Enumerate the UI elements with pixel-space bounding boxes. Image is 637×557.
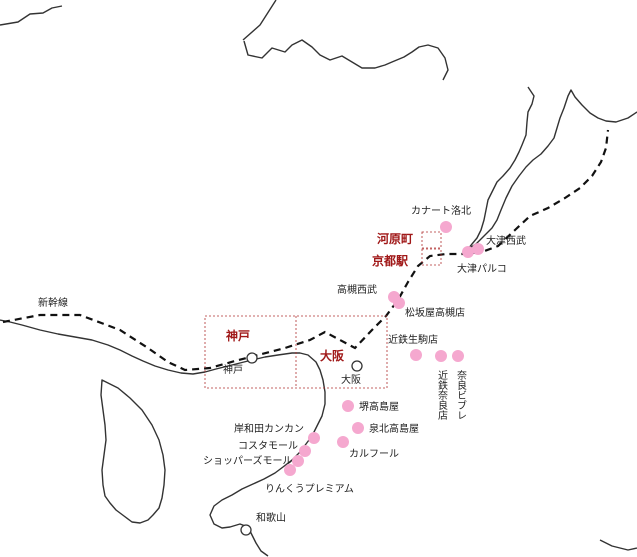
- kyoto-station-box: [421, 248, 442, 266]
- kobe-osaka-region-box: [204, 315, 388, 389]
- shop-marker-senboku-takashimaya[interactable]: [352, 422, 364, 434]
- shop-marker-costa-mall[interactable]: [299, 445, 311, 457]
- shop-label-matsuzakaya-takatsuki: 松坂屋高槻店: [405, 306, 465, 319]
- osaka-city-marker: [351, 360, 363, 372]
- coast-north-left: [0, 5, 63, 26]
- shop-marker-rinku-premium[interactable]: [284, 464, 296, 476]
- shop-label-shoppers-mall: ショッパーズモール: [203, 454, 293, 467]
- shop-marker-kishiwada-cancan[interactable]: [308, 432, 320, 444]
- osaka-city-label: 大阪: [341, 373, 361, 386]
- shop-markers: カナート洛北 大津西武 大津パルコ 高槻西武 松坂屋高槻店 近鉄生駒店 近鉄奈良…: [203, 204, 526, 495]
- shop-label-carrefour: カルフール: [349, 448, 399, 460]
- coast-awaji-island: [100, 379, 166, 524]
- region-boxes: [204, 231, 442, 389]
- kobe-region-label: 神戸: [226, 328, 250, 343]
- shop-label-senboku-takashimaya: 泉北高島屋: [369, 422, 419, 435]
- shop-label-otsu-parco: 大津パルコ: [457, 262, 507, 275]
- kobe-city-label: 神戸: [223, 363, 243, 376]
- kawaramachi-box: [421, 231, 442, 249]
- shop-label-rinku-premium: りんくうプレミアム: [265, 483, 354, 495]
- kawaramachi-label: 河原町: [376, 231, 413, 246]
- wakayama-city-label: 和歌山: [256, 511, 286, 524]
- shop-marker-matsuzakaya-takatsuki[interactable]: [393, 297, 405, 309]
- shop-marker-carrefour[interactable]: [337, 436, 349, 448]
- shop-marker-otsu-parco[interactable]: [462, 246, 474, 258]
- osaka-region-label: 大阪: [320, 348, 345, 363]
- shop-marker-canal-rakuhoku[interactable]: [440, 221, 452, 233]
- shop-label-nara-vivre: 奈良ビブレ: [455, 369, 467, 420]
- shop-label-sakai-takashimaya: 堺高島屋: [359, 400, 399, 413]
- kobe-city-marker: [246, 352, 258, 364]
- shop-label-kintetsu-nara: 近鉄奈良店: [436, 369, 448, 421]
- shop-label-kintetsu-ikoma: 近鉄生駒店: [388, 333, 438, 346]
- kyoto-station-label: 京都駅: [372, 253, 409, 268]
- shop-label-costa-mall: コスタモール: [238, 440, 298, 452]
- coast-south-right: [599, 539, 637, 551]
- shop-marker-kintetsu-ikoma[interactable]: [410, 349, 422, 361]
- shop-marker-shoppers-mall[interactable]: [292, 455, 304, 467]
- shinkansen-line: [2, 129, 610, 372]
- shop-marker-nara-vivre[interactable]: [452, 350, 464, 362]
- shop-marker-otsu-seibu[interactable]: [472, 243, 484, 255]
- shop-label-otsu-seibu: 大津西武: [486, 234, 526, 247]
- shop-label-kishiwada-cancan: 岸和田カンカン: [234, 423, 304, 435]
- shop-label-canal-rakuhoku: カナート洛北: [411, 204, 471, 217]
- coast-lake-biwa: [467, 86, 637, 250]
- shop-marker-kintetsu-nara[interactable]: [435, 350, 447, 362]
- shop-label-takatsuki-seibu: 高槻西武: [337, 283, 377, 296]
- coast-osaka-bay: [0, 319, 326, 557]
- wakayama-city-marker: [240, 524, 252, 536]
- shop-marker-sakai-takashimaya[interactable]: [342, 400, 354, 412]
- railway-label: 新幹線: [38, 296, 68, 309]
- coast-north-peninsula: [242, 0, 449, 81]
